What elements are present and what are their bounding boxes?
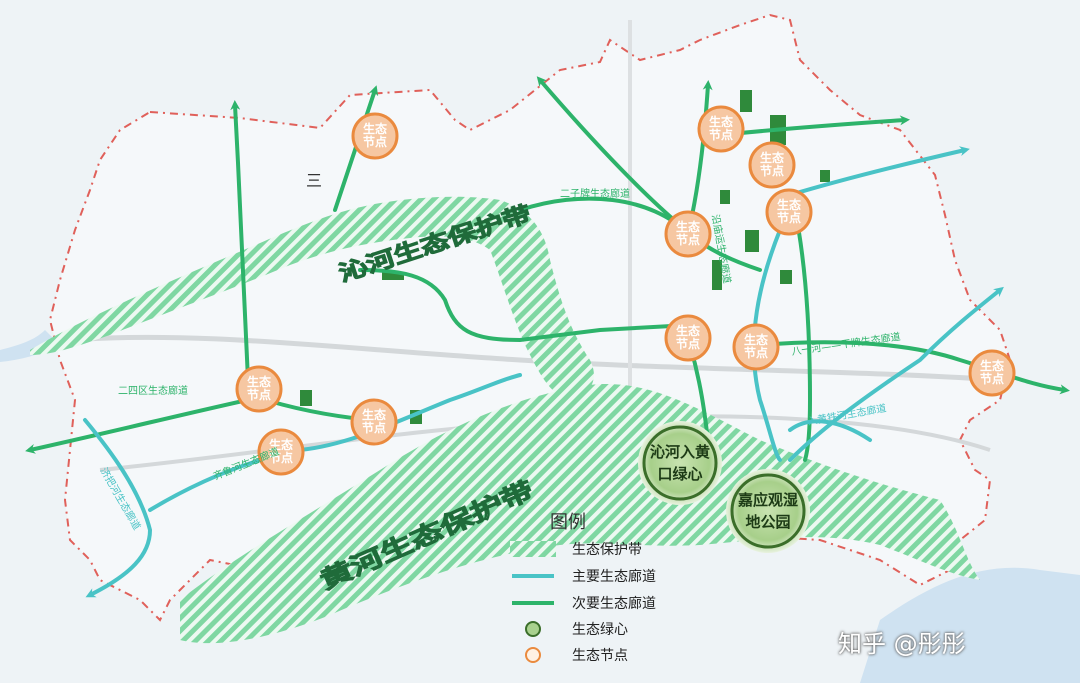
legend-swatch-belt <box>510 541 556 557</box>
river-water-west <box>0 330 60 362</box>
legend-item-green-core: 生态绿心 <box>510 618 710 640</box>
eco-node-label: 生态节点 <box>676 323 700 351</box>
main-corridor-west-south <box>83 418 153 598</box>
legend-swatch-main-corridor <box>512 574 554 578</box>
eco-node: 生态节点 <box>235 365 283 413</box>
eco-node: 生态节点 <box>732 323 780 371</box>
secondary-corridor-north-node <box>688 80 713 227</box>
legend-item-node: 生态节点 <box>510 644 710 666</box>
main-corridor-west-river <box>148 373 522 512</box>
main-corridor-ruhuang <box>788 419 872 442</box>
legend-label-node: 生态节点 <box>572 648 628 664</box>
main-corridor-east-arrow <box>788 146 970 197</box>
legend-swatch-node <box>525 647 541 663</box>
legend-item-secondary-corridor: 次要生态廊道 <box>510 592 710 614</box>
qinhe-belt <box>30 196 594 400</box>
eco-node-label: 生态节点 <box>247 374 271 402</box>
eco-node: 生态节点 <box>257 428 305 476</box>
secondary-corridor-loop <box>358 268 692 343</box>
road-1 <box>69 334 1001 383</box>
eco-node: 生态节点 <box>664 314 712 362</box>
eco-node: 生态节点 <box>968 349 1016 397</box>
legend-label-green-core: 生态绿心 <box>572 622 628 638</box>
secondary-corridor-northwest-arrow <box>536 76 682 227</box>
eco-node: 生态节点 <box>350 398 398 446</box>
legend-label-secondary-corridor: 次要生态廊道 <box>572 596 656 612</box>
eco-node-label: 生态节点 <box>363 121 387 149</box>
river-water-south <box>860 567 1080 683</box>
eco-node-label: 生态节点 <box>362 407 386 435</box>
map-mark-san: 三 <box>306 171 322 190</box>
secondary-corridor-north-west <box>230 100 250 382</box>
green-core-qinhe-line1: 沁河入黄 <box>650 443 710 461</box>
eco-node-label: 生态节点 <box>760 150 784 178</box>
eco-node-label: 生态节点 <box>676 219 700 247</box>
eco-node: 生态节点 <box>748 141 796 189</box>
green-core-qinhe-line2: 口绿心 <box>657 465 702 483</box>
eco-node-label: 生态节点 <box>269 437 293 465</box>
secondary-corridor-east <box>758 340 1070 395</box>
eco-node-label: 生态节点 <box>744 332 768 360</box>
eco-node: 生态节点 <box>765 188 813 236</box>
eco-node: 生态节点 <box>351 112 399 160</box>
legend-item-belt: 生态保护带 <box>510 538 710 560</box>
eco-node: 生态节点 <box>697 105 745 153</box>
eco-node: 生态节点 <box>664 210 712 258</box>
legend-title: 图例 <box>550 512 586 533</box>
corridor-label-erweishi: 二四区生态廊道 <box>118 384 188 397</box>
eco-node-label: 生态节点 <box>709 114 733 142</box>
green-core-jiayingguan: 嘉应观湿 地公园 <box>726 469 810 553</box>
main-corridor-southeast <box>751 228 782 462</box>
main-corridors <box>83 146 1004 598</box>
corridor-label-erzipai: 二子牌生态廊道 <box>560 187 630 200</box>
eco-node-label: 生态节点 <box>777 197 801 225</box>
legend-swatch-secondary-corridor <box>512 601 554 605</box>
green-core-qinhe: 沁河入黄 口绿心 <box>638 421 722 505</box>
green-core-jiayingguan-line1: 嘉应观湿 <box>737 491 798 509</box>
secondary-corridor-north-center <box>333 85 379 212</box>
green-core-jiayingguan-line2: 地公园 <box>745 513 790 531</box>
eco-node-label: 生态节点 <box>980 358 1004 386</box>
watermark: 知乎 @彤彤 <box>838 630 966 658</box>
legend-swatch-green-core <box>525 621 541 637</box>
legend-label-main-corridor: 主要生态廊道 <box>572 569 656 585</box>
legend-label-belt: 生态保护带 <box>572 542 642 558</box>
ecological-nodes: 生态节点 生态节点 生态节点 生态节点 生态节点 生态节点 生态节点 生态节点 <box>235 105 1016 476</box>
main-corridor-se-arrow <box>788 286 1004 462</box>
legend-item-main-corridor: 主要生态廊道 <box>510 565 710 587</box>
huanghe-belt <box>180 384 980 644</box>
